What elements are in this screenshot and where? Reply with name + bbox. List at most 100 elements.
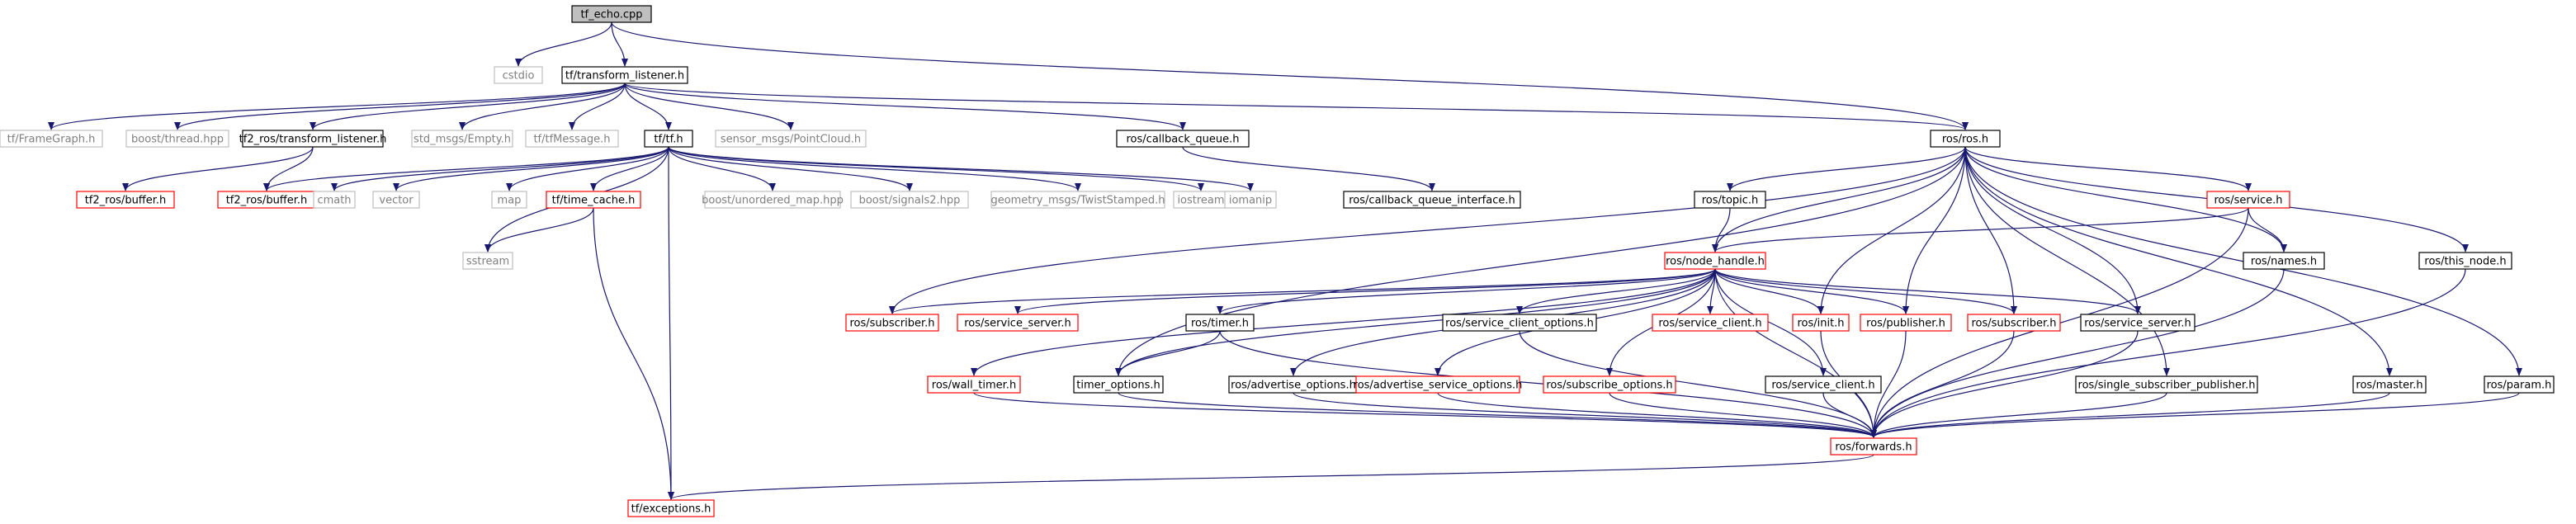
node-label: tf/transform_listener.h	[565, 70, 684, 83]
node-signals2[interactable]: boost/signals2.hpp	[850, 191, 969, 209]
edge-ros_master-to-ros_forwards	[1870, 392, 2390, 438]
node-tf2-buffer-b[interactable]: tf2_ros/buffer.h	[217, 191, 316, 209]
node-subscribe-options[interactable]: ros/subscribe_options.h	[1543, 375, 1676, 394]
node-label: ros/advertise_options.h	[1231, 380, 1356, 392]
node-advertise-service-options[interactable]: ros/advertise_service_options.h	[1354, 375, 1523, 394]
node-label: std_msgs/Empty.h	[414, 134, 511, 146]
node-nh-subscriber[interactable]: ros/subscriber.h	[845, 314, 939, 332]
edge-ros_h-to-ros_service	[1964, 146, 2252, 191]
edge-ros_h-to-ros_param	[1964, 146, 2522, 376]
node-map[interactable]: map	[491, 191, 527, 209]
node-label: map	[498, 195, 522, 207]
node-timer-options[interactable]: timer_options.h	[1073, 375, 1164, 394]
node-label: ros/subscriber.h	[849, 318, 934, 330]
node-label: timer_options.h	[1076, 380, 1160, 392]
node-label: tf2_ros/buffer.h	[85, 195, 167, 207]
node-ros-topic[interactable]: ros/topic.h	[1694, 191, 1766, 209]
node-node-handle[interactable]: ros/node_handle.h	[1664, 252, 1766, 270]
node-label: ros/names.h	[2251, 256, 2317, 268]
node-tf-h[interactable]: tf/tf.h	[644, 130, 693, 148]
edge-tf_h-to-time_cache	[590, 146, 669, 191]
node-label: iomanip	[1229, 195, 1272, 207]
node-ros-subscriber-2[interactable]: ros/subscriber.h	[1967, 314, 2061, 332]
node-tf2-buffer-a[interactable]: tf2_ros/buffer.h	[76, 191, 175, 209]
node-callback-queue[interactable]: ros/callback_queue.h	[1116, 130, 1250, 148]
node-label: ros/service_client.h	[1658, 318, 1761, 330]
node-service-client-black[interactable]: ros/service_client.h	[1765, 375, 1882, 394]
edge-ros_forwards-to-tf_exceptions	[668, 454, 1874, 500]
edge-tf_h-to-map	[506, 146, 669, 191]
edge-tf_echo-to-transform_listener	[611, 21, 628, 67]
node-transform-listener[interactable]: tf/transform_listener.h	[561, 66, 688, 84]
node-box	[1185, 314, 1255, 332]
node-frame-graph[interactable]: tf/FrameGraph.h	[0, 130, 103, 148]
edge-wall_timer-to-ros_forwards	[973, 392, 1877, 438]
edge-ros_h-to-ros_names	[1964, 146, 2287, 253]
node-ros-service[interactable]: ros/service.h	[2206, 191, 2290, 209]
node-iomanip[interactable]: iomanip	[1224, 191, 1277, 209]
node-box	[715, 130, 867, 148]
node-box	[1967, 314, 2061, 332]
node-ros-timer[interactable]: ros/timer.h	[1185, 314, 1255, 332]
node-this-node[interactable]: ros/this_node.h	[2418, 252, 2512, 270]
node-single-sub-pub[interactable]: ros/single_subscriber_publisher.h	[2075, 375, 2258, 394]
node-cb-queue-iface[interactable]: ros/callback_queue_interface.h	[1343, 191, 1521, 209]
node-tf-exceptions[interactable]: tf/exceptions.h	[627, 499, 715, 517]
node-label: ros/master.h	[2356, 380, 2422, 392]
node-ros-names[interactable]: ros/names.h	[2243, 252, 2325, 270]
edge-node_handle-to-timer_options	[1115, 268, 1716, 376]
node-tf-echo[interactable]: tf_echo.cpp	[571, 5, 652, 23]
node-ros-param[interactable]: ros/param.h	[2484, 375, 2555, 394]
node-advertise-options[interactable]: ros/advertise_options.h	[1228, 375, 1359, 394]
node-ros-forwards[interactable]: ros/forwards.h	[1830, 437, 1917, 456]
node-box	[845, 314, 939, 332]
edge-tf_h-to-iomanip	[668, 146, 1254, 191]
node-tf2-ros-tl[interactable]: tf2_ros/transform_listener.h	[239, 130, 387, 148]
node-wall-timer[interactable]: ros/wall_timer.h	[927, 375, 1021, 394]
node-label: ros/topic.h	[1702, 195, 1759, 207]
node-label: sstream	[466, 256, 509, 268]
node-label: boost/unordered_map.hpp	[702, 195, 844, 207]
edge-node_handle-to-ros_init	[1714, 268, 1824, 314]
node-box	[927, 375, 1021, 394]
edge-transform_listener-to-boost_thread	[174, 83, 626, 130]
node-boost-thread[interactable]: boost/thread.hpp	[125, 130, 229, 148]
node-box	[0, 130, 103, 148]
node-vector[interactable]: vector	[372, 191, 420, 209]
node-ros-publisher[interactable]: ros/publisher.h	[1860, 314, 1952, 332]
node-tf-tfmessage[interactable]: tf/tfMessage.h	[525, 130, 619, 148]
node-box	[704, 191, 841, 209]
node-sstream[interactable]: sstream	[462, 252, 513, 270]
edge-ros_h-to-timer_options	[1115, 146, 1966, 376]
node-twist-stamped[interactable]: geometry_msgs/TwistStamped.h	[990, 191, 1165, 209]
node-unordered-map[interactable]: boost/unordered_map.hpp	[702, 191, 844, 209]
node-service-client-options[interactable]: ros/service_client_options.h	[1442, 314, 1597, 332]
node-box	[1442, 314, 1597, 332]
node-service-server-black[interactable]: ros/service_server.h	[2080, 314, 2196, 332]
node-label: cmath	[317, 195, 351, 207]
node-std-empty[interactable]: std_msgs/Empty.h	[411, 130, 513, 148]
node-box	[571, 5, 652, 23]
edge-ros_h-to-ros_publisher	[1902, 146, 1966, 314]
edge-ros_h-to-nh_subscriber	[889, 146, 1966, 314]
node-box	[627, 499, 715, 517]
node-ros-master[interactable]: ros/master.h	[2352, 375, 2427, 394]
node-iostream[interactable]: iostream	[1173, 191, 1229, 209]
node-service-client-red[interactable]: ros/service_client.h	[1652, 314, 1769, 332]
node-box	[2352, 375, 2427, 394]
node-cstdio[interactable]: cstdio	[494, 66, 543, 84]
edge-tf_h-to-twist_stamped	[668, 146, 1081, 191]
node-ros-init[interactable]: ros/init.h	[1792, 314, 1850, 332]
node-time-cache[interactable]: tf/time_cache.h	[546, 191, 641, 209]
edge-tf2_ros_tl-to-tf2_buffer_a	[122, 146, 314, 191]
node-ros-h[interactable]: ros/ros.h	[1930, 130, 2001, 148]
node-label: ros/publisher.h	[1866, 318, 1945, 330]
node-cmath[interactable]: cmath	[313, 191, 356, 209]
edge-callback_queue-to-cb_queue_iface	[1182, 146, 1435, 191]
node-sensor-pc[interactable]: sensor_msgs/PointCloud.h	[715, 130, 867, 148]
node-nh-service-server[interactable]: ros/service_server.h	[957, 314, 1079, 332]
edge-ros_h-to-ros_subscriber_2	[1964, 146, 2017, 314]
node-label: tf/FrameGraph.h	[7, 134, 96, 146]
edge-node_handle-to-ros_subscriber_2	[1714, 268, 2017, 314]
node-box	[850, 191, 969, 209]
